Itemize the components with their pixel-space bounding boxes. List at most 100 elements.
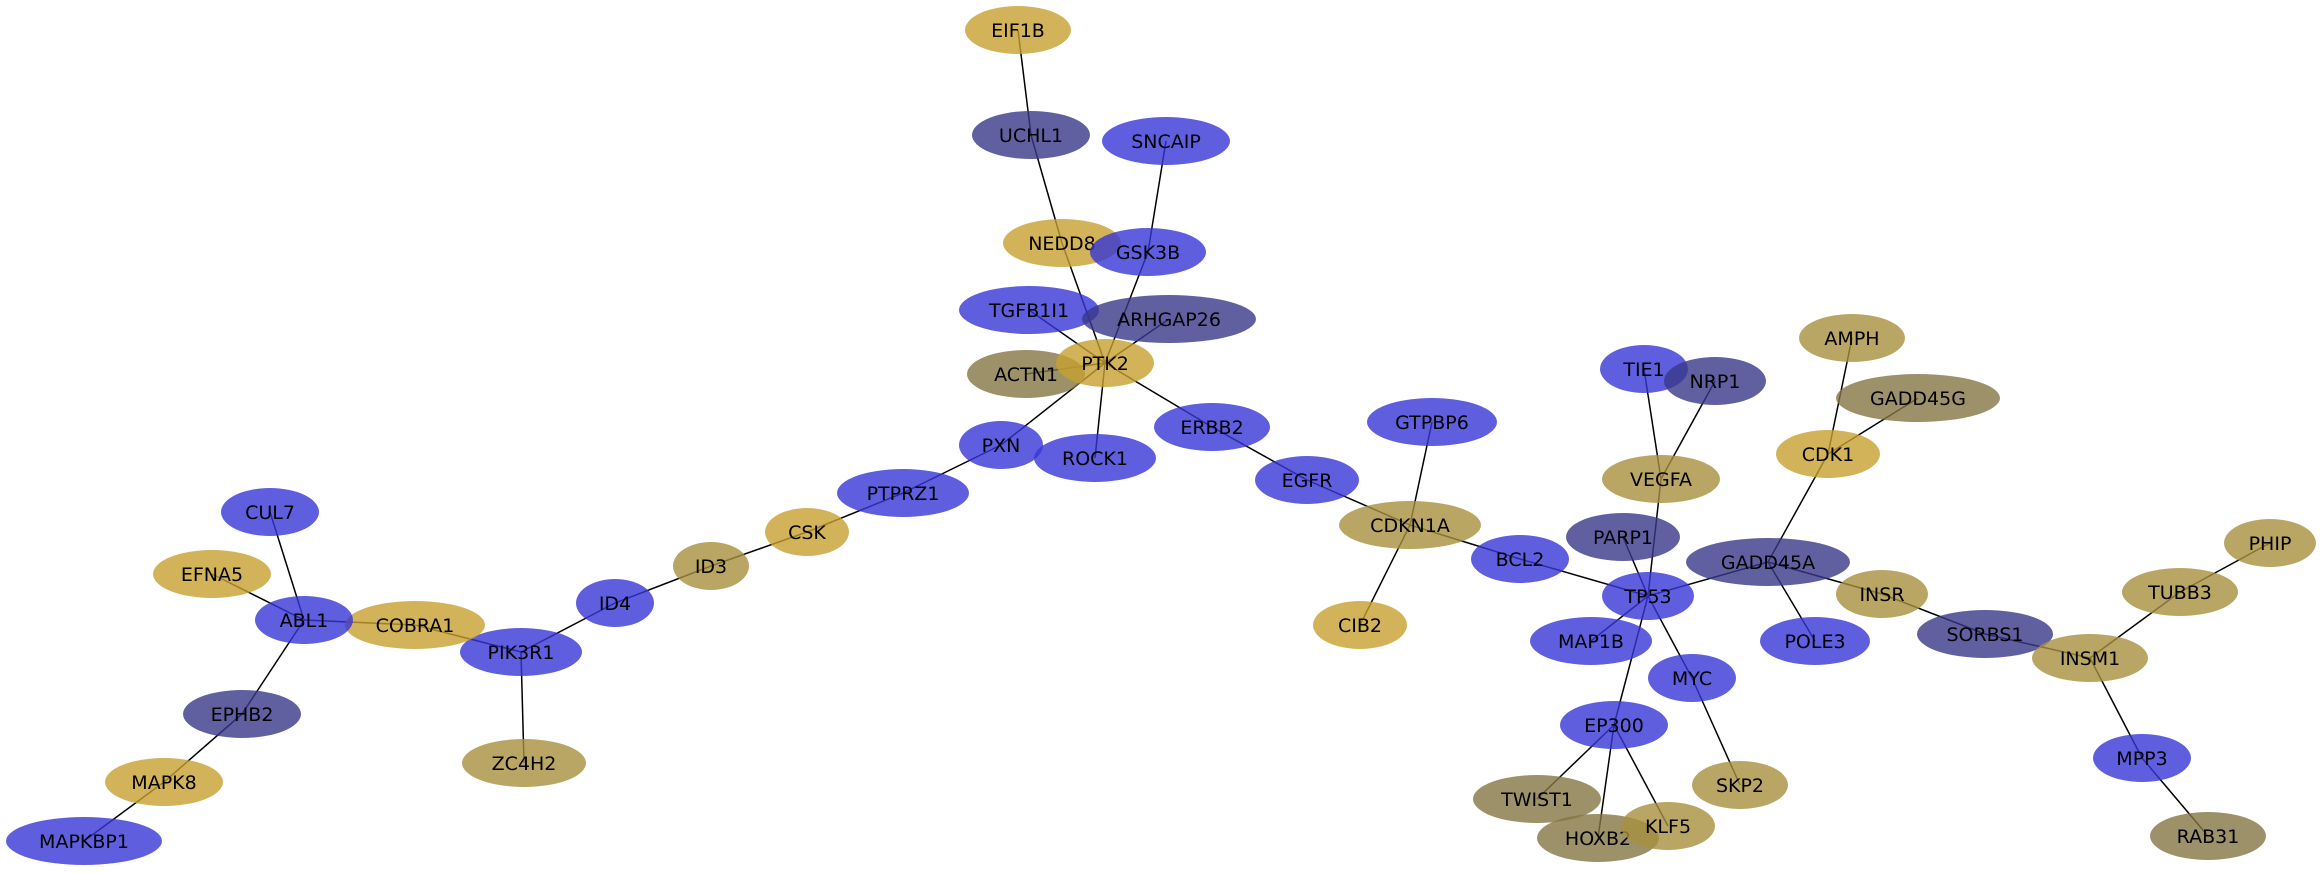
node-gtpbp6[interactable]: GTPBP6 xyxy=(1367,398,1497,446)
node-label: EIF1B xyxy=(991,20,1045,42)
node-ellipse xyxy=(345,601,485,649)
node-ep300[interactable]: EP300 xyxy=(1560,701,1668,749)
node-mapk8[interactable]: MAPK8 xyxy=(105,758,223,806)
node-ellipse xyxy=(1621,802,1715,850)
node-label: ABL1 xyxy=(280,610,329,632)
node-mapkbp1[interactable]: MAPKBP1 xyxy=(6,817,162,865)
node-label: ERBB2 xyxy=(1180,417,1243,439)
node-sncaip[interactable]: SNCAIP xyxy=(1102,117,1230,165)
node-label: MPP3 xyxy=(2116,748,2167,770)
node-cdkn1a[interactable]: CDKN1A xyxy=(1339,501,1481,549)
node-efna5[interactable]: EFNA5 xyxy=(153,550,271,598)
node-actn1[interactable]: ACTN1 xyxy=(967,350,1085,398)
node-ellipse xyxy=(462,739,586,787)
node-bcl2[interactable]: BCL2 xyxy=(1471,535,1569,583)
node-klf5[interactable]: KLF5 xyxy=(1621,802,1715,850)
node-insr[interactable]: INSR xyxy=(1836,570,1928,618)
node-ellipse xyxy=(673,542,749,590)
node-ellipse xyxy=(972,111,1090,159)
node-ellipse xyxy=(1836,570,1928,618)
node-label: EGFR xyxy=(1282,470,1333,492)
node-amph[interactable]: AMPH xyxy=(1799,314,1905,362)
node-ellipse xyxy=(1154,403,1270,451)
node-id3[interactable]: ID3 xyxy=(673,542,749,590)
node-ellipse xyxy=(1473,775,1601,823)
node-label: MAP1B xyxy=(1558,631,1624,653)
node-map1b[interactable]: MAP1B xyxy=(1530,617,1652,665)
node-label: NEDD8 xyxy=(1028,233,1096,255)
node-ellipse xyxy=(1776,430,1880,478)
node-ellipse xyxy=(1566,513,1680,561)
node-ellipse xyxy=(1648,654,1736,702)
node-rock1[interactable]: ROCK1 xyxy=(1034,434,1156,482)
node-ellipse xyxy=(959,421,1043,469)
node-ellipse xyxy=(2093,734,2191,782)
node-abl1[interactable]: ABL1 xyxy=(255,596,353,644)
node-ephb2[interactable]: EPHB2 xyxy=(183,690,301,738)
node-ellipse xyxy=(2150,812,2266,860)
node-cdk1[interactable]: CDK1 xyxy=(1776,430,1880,478)
node-pik3r1[interactable]: PIK3R1 xyxy=(460,628,582,676)
node-eif1b[interactable]: EIF1B xyxy=(965,6,1071,54)
node-label: SNCAIP xyxy=(1131,131,1201,153)
node-phip[interactable]: PHIP xyxy=(2224,519,2316,567)
node-vegfa[interactable]: VEGFA xyxy=(1602,455,1720,503)
node-id4[interactable]: ID4 xyxy=(576,579,654,627)
node-pxn[interactable]: PXN xyxy=(959,421,1043,469)
node-tgfb1i1[interactable]: TGFB1I1 xyxy=(959,286,1099,334)
node-egfr[interactable]: EGFR xyxy=(1255,456,1359,504)
node-myc[interactable]: MYC xyxy=(1648,654,1736,702)
node-label: SORBS1 xyxy=(1946,624,2023,646)
node-gadd45a[interactable]: GADD45A xyxy=(1686,538,1850,586)
node-label: GTPBP6 xyxy=(1395,412,1469,434)
node-twist1[interactable]: TWIST1 xyxy=(1473,775,1601,823)
node-ptprz1[interactable]: PTPRZ1 xyxy=(837,469,969,517)
node-ptk2[interactable]: PTK2 xyxy=(1056,339,1154,387)
node-ellipse xyxy=(967,350,1085,398)
node-ellipse xyxy=(1034,434,1156,482)
node-ellipse xyxy=(965,6,1071,54)
node-insm1[interactable]: INSM1 xyxy=(2032,634,2148,682)
node-cul7[interactable]: CUL7 xyxy=(221,488,319,536)
node-tp53[interactable]: TP53 xyxy=(1602,572,1694,620)
node-ellipse xyxy=(1367,398,1497,446)
node-ellipse xyxy=(1339,501,1481,549)
node-label: ACTN1 xyxy=(994,364,1058,386)
node-label: EFNA5 xyxy=(181,564,243,586)
node-nrp1[interactable]: NRP1 xyxy=(1664,357,1766,405)
node-sorbs1[interactable]: SORBS1 xyxy=(1917,610,2053,658)
node-label: GSK3B xyxy=(1116,242,1180,264)
node-pole3[interactable]: POLE3 xyxy=(1760,617,1870,665)
node-rab31[interactable]: RAB31 xyxy=(2150,812,2266,860)
node-cobra1[interactable]: COBRA1 xyxy=(345,601,485,649)
node-ellipse xyxy=(1471,535,1569,583)
node-csk[interactable]: CSK xyxy=(765,508,849,556)
node-label: TGFB1I1 xyxy=(988,300,1069,322)
node-ellipse xyxy=(959,286,1099,334)
node-ellipse xyxy=(1664,357,1766,405)
node-label: ID3 xyxy=(695,556,727,578)
node-label: SKP2 xyxy=(1716,775,1764,797)
node-gsk3b[interactable]: GSK3B xyxy=(1090,228,1206,276)
node-arhgap26[interactable]: ARHGAP26 xyxy=(1082,295,1256,343)
node-parp1[interactable]: PARP1 xyxy=(1566,513,1680,561)
node-label: PTK2 xyxy=(1081,353,1129,375)
node-erbb2[interactable]: ERBB2 xyxy=(1154,403,1270,451)
node-ellipse xyxy=(1686,538,1850,586)
node-ellipse xyxy=(1102,117,1230,165)
node-ellipse xyxy=(2224,519,2316,567)
node-label: AMPH xyxy=(1824,328,1879,350)
node-ellipse xyxy=(1090,228,1206,276)
node-tubb3[interactable]: TUBB3 xyxy=(2122,568,2238,616)
node-label: CSK xyxy=(788,522,826,544)
node-gadd45g[interactable]: GADD45G xyxy=(1836,374,2000,422)
node-cib2[interactable]: CIB2 xyxy=(1313,601,1407,649)
node-ellipse xyxy=(221,488,319,536)
node-mpp3[interactable]: MPP3 xyxy=(2093,734,2191,782)
node-uchl1[interactable]: UCHL1 xyxy=(972,111,1090,159)
node-zc4h2[interactable]: ZC4H2 xyxy=(462,739,586,787)
node-ellipse xyxy=(576,579,654,627)
node-skp2[interactable]: SKP2 xyxy=(1692,761,1788,809)
node-label: CIB2 xyxy=(1338,615,1382,637)
node-label: TP53 xyxy=(1623,586,1671,608)
